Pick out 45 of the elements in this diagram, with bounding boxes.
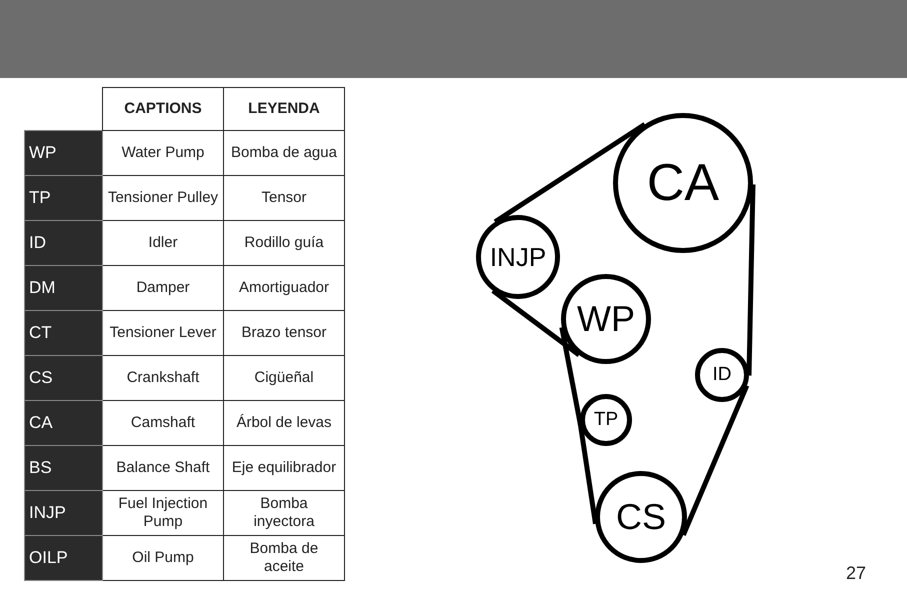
abbreviation: TP	[24, 176, 102, 220]
abbreviation: WP	[24, 130, 102, 176]
english-caption: Damper	[102, 266, 224, 310]
belt-line	[746, 184, 756, 376]
spanish-caption: Eje equilibrador	[224, 446, 344, 490]
english-caption: Oil Pump	[102, 536, 224, 580]
pulley: TP	[580, 394, 632, 446]
abbreviation: BS	[24, 446, 102, 490]
belt-line	[491, 288, 581, 358]
belt-line	[681, 384, 750, 536]
abbreviation: ID	[24, 220, 102, 266]
spanish-caption: Amortiguador	[224, 266, 344, 310]
pulley: WP	[561, 274, 651, 364]
abbreviation: INJP	[24, 490, 102, 536]
english-caption: Water Pump	[102, 130, 224, 176]
english-caption: Balance Shaft	[102, 446, 224, 490]
english-caption: Crankshaft	[102, 356, 224, 400]
pulley: CA	[613, 113, 753, 253]
spanish-caption: Cigüeñal	[224, 356, 344, 400]
spanish-caption: Brazo tensor	[224, 310, 344, 356]
page-number: 27	[846, 563, 866, 584]
abbreviation: CS	[24, 356, 102, 400]
spanish-caption: Tensor	[224, 176, 344, 220]
spanish-caption: Bomba de aceite	[224, 536, 344, 580]
abbreviation: OILP	[24, 536, 102, 580]
pulley: ID	[695, 348, 749, 402]
abbreviation: CT	[24, 310, 102, 356]
english-caption: Idler	[102, 220, 224, 266]
english-caption: Fuel Injection Pump	[102, 490, 224, 536]
pulley: CS	[595, 471, 687, 563]
pulley: INJP	[476, 215, 560, 299]
belt-line	[559, 327, 583, 426]
spanish-caption: Rodillo guía	[224, 220, 344, 266]
abbreviation: DM	[24, 266, 102, 310]
english-caption: Camshaft	[102, 400, 224, 446]
spanish-caption: Bomba de agua	[224, 130, 344, 176]
spanish-caption: Árbol de levas	[224, 400, 344, 446]
belt-line	[578, 424, 598, 524]
leyenda-header: LEYENDA	[224, 88, 344, 130]
spanish-caption: Bomba inyectora	[224, 490, 344, 536]
caption-header: CAPTIONS	[102, 88, 224, 130]
belt-line	[494, 122, 646, 224]
abbreviation: CA	[24, 400, 102, 446]
english-caption: Tensioner Pulley	[102, 176, 224, 220]
english-caption: Tensioner Lever	[102, 310, 224, 356]
